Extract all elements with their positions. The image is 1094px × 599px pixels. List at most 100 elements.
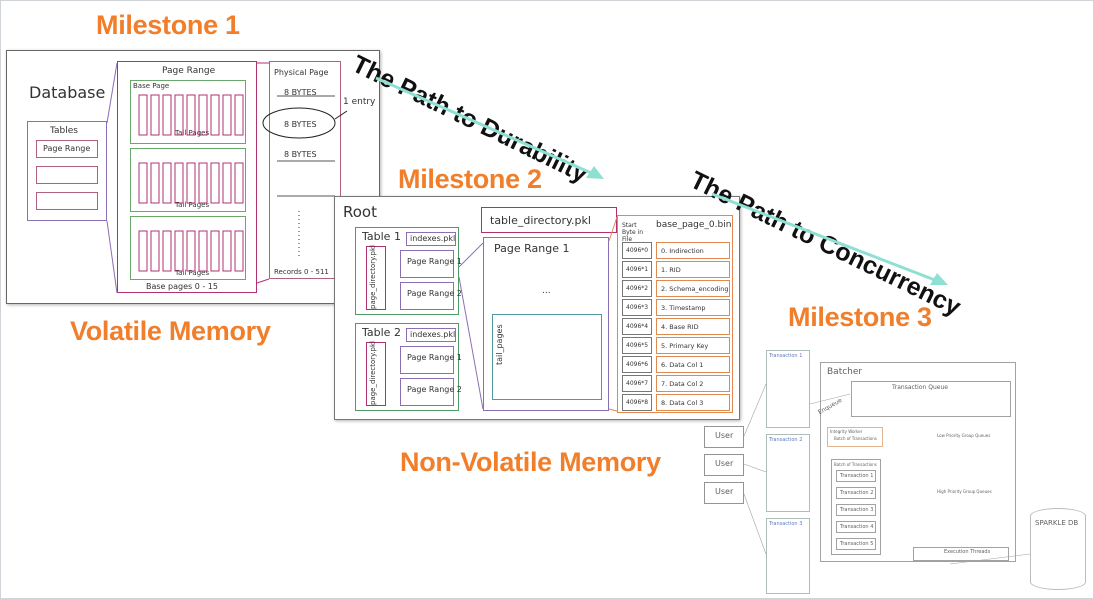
table-2-box: Table 2 indexes.pkl page_directory.pkl P…	[355, 323, 462, 411]
start-byte-label: Start Byte in File	[622, 222, 644, 243]
page-slot	[198, 162, 208, 204]
user-box: User	[704, 454, 744, 476]
transaction-column: Transaction 2	[766, 434, 810, 512]
base-page-bin-box: base_page_0.bin Start Byte in File 4096*…	[617, 215, 733, 413]
user-box: User	[704, 426, 744, 448]
transaction-column: Transaction 1	[766, 350, 810, 428]
page-range-detail-box: Page Range 1 ... tail_pages	[483, 237, 609, 411]
batch-transaction: Transaction 5	[836, 538, 876, 550]
indexes-box: indexes.pkl	[406, 328, 456, 342]
page-range-detail-label: Page Range 1	[494, 242, 570, 255]
bin-row-offset: 4096*7	[622, 375, 652, 392]
page-range-2-box: Page Range 2	[400, 282, 462, 310]
page-range-2-box: Page Range 2	[400, 378, 462, 406]
milestone-3-title: Milestone 3	[788, 302, 932, 332]
execution-threads-box: Execution Threads	[913, 547, 1009, 561]
batch-transaction: Transaction 1	[836, 470, 876, 482]
page-slot	[222, 230, 232, 272]
bin-row-offset: 4096*1	[622, 261, 652, 278]
ellipsis: ...	[542, 286, 551, 296]
bin-row-offset: 4096*6	[622, 356, 652, 373]
low-priority-label: Low Priority Group Queues	[937, 433, 991, 438]
batcher-label: Batcher	[827, 367, 863, 377]
bin-row-offset: 4096*0	[622, 242, 652, 259]
bin-row-label: 2. Schema_encoding	[656, 280, 730, 297]
bin-row-offset: 4096*3	[622, 299, 652, 316]
page-directory-box: page_directory.pkl	[366, 245, 386, 310]
page-slot	[150, 162, 160, 204]
page-range-cell	[36, 166, 98, 184]
records-label: Records 0 - 511	[274, 268, 329, 276]
milestone-2-sketch-lines	[458, 216, 618, 412]
milestone-2-diagram: Root table_directory.pkl Table 1 indexes…	[334, 196, 740, 420]
page-range-1-box: Page Range 1	[400, 250, 462, 278]
page-slot	[222, 94, 232, 136]
table-2-label: Table 2	[362, 326, 401, 339]
bytes-label: 8 BYTES	[284, 150, 317, 159]
batcher-box: Batcher Transaction Queue Enqueue Integr…	[817, 362, 1016, 562]
page-slot	[186, 230, 196, 272]
volatile-memory-caption: Volatile Memory	[70, 316, 271, 346]
transaction-queue-box: Transaction Queue	[851, 381, 1011, 417]
integrity-worker-box: Integrity Worker Batch of Transactions	[827, 427, 883, 447]
base-page-group: Base Page Tail Pages	[130, 80, 246, 144]
page-slot	[162, 230, 172, 272]
bin-row-offset: 4096*8	[622, 394, 652, 411]
page-slot	[162, 94, 172, 136]
page-range-cell: Page Range	[36, 140, 98, 158]
bin-row-offset: 4096*5	[622, 337, 652, 354]
tail-pages-box: tail_pages	[492, 314, 602, 400]
page-slot	[150, 94, 160, 136]
bin-row-label: 5. Primary Key	[656, 337, 730, 354]
table-1-label: Table 1	[362, 230, 401, 243]
bin-row-offset: 4096*4	[622, 318, 652, 335]
base-page-bin-label: base_page_0.bin	[656, 220, 732, 230]
bin-row-label: 4. Base RID	[656, 318, 730, 335]
tables-box: Tables Page Range	[27, 121, 107, 221]
physical-page-label: Physical Page	[274, 68, 329, 77]
page-slot	[210, 162, 220, 204]
tail-pages-label: Tail Pages	[175, 129, 210, 137]
sparkle-db-label: SPARKLE DB	[1035, 519, 1079, 527]
page-range-1-box: Page Range 1	[400, 346, 462, 374]
sparkle-db-cylinder: SPARKLE DB	[1030, 508, 1086, 590]
bytes-label: 8 BYTES	[284, 88, 317, 97]
milestone-2-title: Milestone 2	[398, 164, 542, 194]
nonvolatile-memory-caption: Non-Volatile Memory	[400, 447, 661, 477]
milestone-1-sketch-lines	[106, 62, 348, 294]
milestone-1-title: Milestone 1	[96, 10, 240, 40]
table-directory-label: table_directory.pkl	[490, 214, 591, 227]
page-slot	[186, 162, 196, 204]
database-label: Database	[29, 83, 106, 102]
batch-transaction: Transaction 3	[836, 504, 876, 516]
page-slot	[174, 94, 184, 136]
transaction-column: Transaction 3	[766, 518, 810, 594]
indexes-box: indexes.pkl	[406, 232, 456, 246]
bin-row-label: 8. Data Col 3	[656, 394, 730, 411]
page-slot	[210, 94, 220, 136]
bin-row-label: 7. Data Col 2	[656, 375, 730, 392]
bin-row-offset: 4096*2	[622, 280, 652, 297]
base-pages-count: Base pages 0 - 15	[146, 282, 218, 291]
page-slot	[174, 230, 184, 272]
page-range-cell	[36, 192, 98, 210]
table-1-box: Table 1 indexes.pkl page_directory.pkl P…	[355, 227, 462, 315]
page-range-label: Page Range	[162, 66, 216, 76]
page-slot	[138, 94, 148, 136]
base-page-group: Tail Pages	[130, 216, 246, 280]
page-slot	[234, 162, 244, 204]
root-label: Root	[343, 203, 377, 221]
page-slot	[234, 94, 244, 136]
milestone-3-diagram: User User User Transaction 1 Transaction…	[700, 344, 1092, 596]
batch-transaction: Transaction 2	[836, 487, 876, 499]
batch-transaction: Transaction 4	[836, 521, 876, 533]
page-slot	[174, 162, 184, 204]
page-range-box: Page Range Base Page Tail Pages Tail Pag…	[117, 61, 257, 293]
user-box: User	[704, 482, 744, 504]
page-slot	[210, 230, 220, 272]
one-entry-label: 1 entry	[343, 97, 376, 107]
tables-label: Tables	[50, 126, 78, 136]
bytes-label: 8 BYTES	[284, 120, 317, 129]
page-slot	[222, 162, 232, 204]
high-priority-label: High Priority Group Queues	[937, 489, 992, 494]
